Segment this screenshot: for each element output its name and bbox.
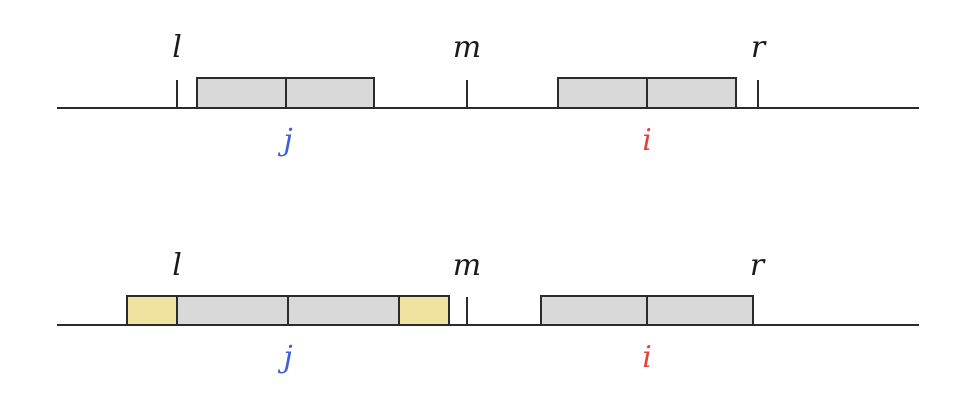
top-interval-j <box>196 77 375 109</box>
bottom-i-segment-left <box>540 295 648 326</box>
bottom-j-segment-right <box>287 295 400 326</box>
top-i-label: i <box>642 123 652 158</box>
bottom-interval-i <box>540 295 754 326</box>
top-j-segment-right <box>285 77 375 109</box>
top-i-segment-left <box>557 77 648 109</box>
bottom-diagram: l m r j i <box>57 248 919 375</box>
bottom-interval-j <box>126 295 450 326</box>
bottom-marker-m-label: m <box>453 248 481 283</box>
top-diagram: l m r j i <box>57 30 919 158</box>
top-interval-i <box>557 77 737 109</box>
bottom-j-segment-left <box>176 295 289 326</box>
top-marker-r-label: r <box>751 30 767 65</box>
top-j-segment-left <box>196 77 287 109</box>
top-j-label: j <box>277 123 292 158</box>
top-i-segment-right <box>646 77 737 109</box>
bottom-j-extension-left <box>126 295 178 326</box>
top-marker-l-label: l <box>172 30 182 65</box>
bottom-marker-l-label: l <box>172 248 182 283</box>
bottom-i-label: i <box>642 340 652 375</box>
bottom-marker-r-label: r <box>750 248 766 283</box>
top-marker-m-label: m <box>453 30 481 65</box>
bottom-j-label: j <box>277 340 292 375</box>
bottom-j-extension-right <box>398 295 450 326</box>
bottom-i-segment-right <box>646 295 754 326</box>
